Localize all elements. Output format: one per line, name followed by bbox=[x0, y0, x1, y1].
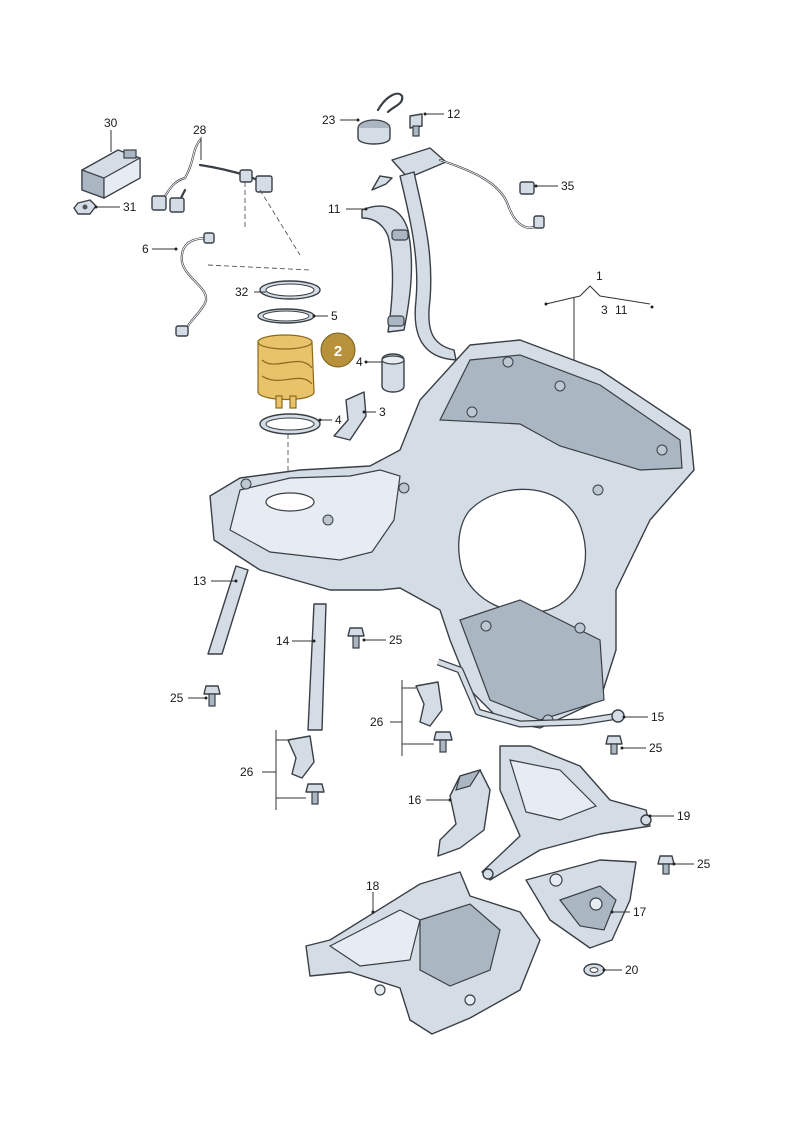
filler-neck[interactable] bbox=[371, 147, 457, 361]
label-17: 17 bbox=[633, 905, 647, 919]
label-4a: 4 bbox=[356, 355, 363, 369]
heat-shield-16[interactable] bbox=[437, 768, 491, 857]
bracket-26-right[interactable] bbox=[415, 681, 453, 753]
fuel-delivery-unit[interactable] bbox=[257, 334, 315, 409]
bolt-25-left[interactable] bbox=[203, 685, 221, 707]
cross-brace-19[interactable] bbox=[481, 745, 652, 881]
label-12: 12 bbox=[447, 107, 461, 121]
label-5: 5 bbox=[331, 309, 338, 323]
heat-shield-17[interactable] bbox=[525, 859, 637, 949]
label-11: 11 bbox=[328, 202, 341, 216]
bolt-25-right-1[interactable] bbox=[605, 735, 623, 755]
label-23: 23 bbox=[322, 113, 336, 127]
label-18: 18 bbox=[366, 879, 380, 893]
filler-shield[interactable] bbox=[361, 205, 413, 333]
tank-strap-15[interactable] bbox=[436, 658, 625, 728]
label-30: 30 bbox=[104, 116, 118, 130]
label-16: 16 bbox=[408, 793, 422, 807]
label-28: 28 bbox=[193, 123, 207, 137]
label-15: 15 bbox=[651, 710, 665, 724]
filler-cap[interactable] bbox=[357, 92, 404, 145]
label-4b: 4 bbox=[335, 413, 342, 427]
bolt-25-center[interactable] bbox=[347, 627, 365, 649]
tank-strap-14[interactable] bbox=[307, 603, 327, 731]
label-1: 1 bbox=[596, 269, 603, 283]
label-14: 14 bbox=[276, 634, 290, 648]
underbody-shield-18[interactable] bbox=[305, 871, 541, 1035]
label-32: 32 bbox=[235, 285, 249, 299]
wiring-harness[interactable] bbox=[151, 138, 273, 213]
highlight-badge[interactable]: 2 bbox=[320, 332, 356, 368]
bracket-26-left[interactable] bbox=[287, 735, 325, 805]
tank-strap-13[interactable] bbox=[207, 565, 249, 655]
tank-seal[interactable] bbox=[259, 413, 321, 435]
bracket-3[interactable] bbox=[333, 391, 367, 441]
screw-12[interactable] bbox=[409, 113, 423, 137]
badge-label: 2 bbox=[334, 343, 342, 360]
bolt-25-right-2[interactable] bbox=[657, 855, 675, 875]
hose-clamp[interactable] bbox=[381, 353, 405, 393]
label-35: 35 bbox=[561, 179, 575, 193]
label-6: 6 bbox=[142, 242, 149, 256]
label-20: 20 bbox=[625, 963, 639, 977]
nut-31[interactable] bbox=[73, 199, 97, 215]
label-13: 13 bbox=[193, 574, 207, 588]
label-26a: 26 bbox=[240, 765, 254, 779]
label-19: 19 bbox=[677, 809, 691, 823]
breather-line[interactable] bbox=[438, 158, 545, 229]
seal-ring[interactable] bbox=[257, 308, 315, 324]
label-1-sub-11: 11 bbox=[615, 303, 628, 317]
label-25c: 25 bbox=[649, 741, 663, 755]
label-26b: 26 bbox=[370, 715, 384, 729]
sender-wire[interactable] bbox=[175, 232, 215, 337]
label-3: 3 bbox=[379, 405, 386, 419]
label-25b: 25 bbox=[389, 633, 403, 647]
control-unit[interactable] bbox=[81, 149, 141, 200]
fuel-tank[interactable] bbox=[209, 339, 695, 729]
washer-20[interactable] bbox=[583, 963, 605, 977]
label-1-sub-3: 3 bbox=[601, 303, 608, 317]
label-31: 31 bbox=[123, 200, 137, 214]
label-25d: 25 bbox=[697, 857, 711, 871]
label-25a: 25 bbox=[170, 691, 184, 705]
locking-ring[interactable] bbox=[259, 280, 321, 300]
